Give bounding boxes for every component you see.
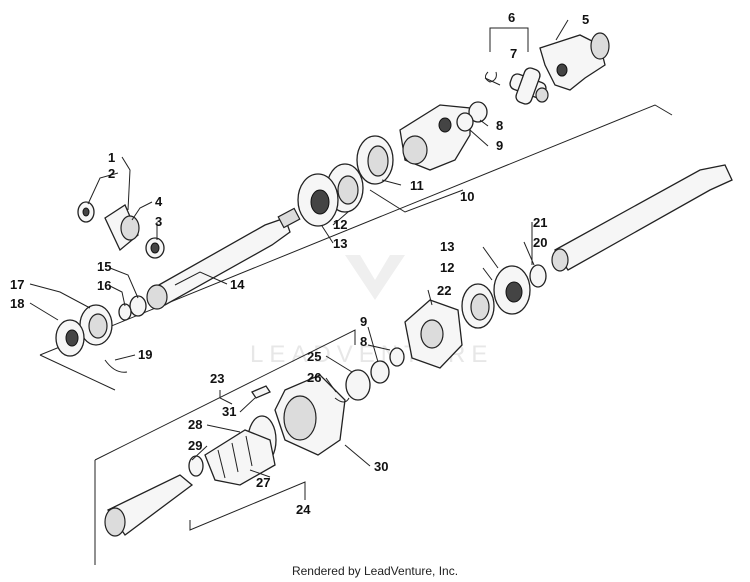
part-25-ring bbox=[345, 369, 371, 401]
part-3-bushing-hole bbox=[150, 242, 160, 254]
lower-section-frame bbox=[94, 329, 356, 565]
callout-18: 18 bbox=[10, 296, 24, 311]
part-4-bevel-gear bbox=[104, 204, 140, 252]
callout-20: 20 bbox=[533, 235, 547, 250]
callout-6: 6 bbox=[508, 10, 515, 25]
callout-8-lower: 8 bbox=[360, 334, 367, 349]
part-20-output-shaft bbox=[551, 164, 733, 272]
callout-14: 14 bbox=[230, 277, 245, 292]
render-credit: Rendered by LeadVenture, Inc. bbox=[291, 564, 459, 578]
callout-22: 22 bbox=[437, 283, 451, 298]
part-22-flange bbox=[404, 299, 463, 369]
part-17-sprocket-gear bbox=[79, 304, 113, 346]
part-7-universal-cross bbox=[509, 67, 549, 105]
callout-4: 4 bbox=[155, 194, 163, 209]
callout-15: 15 bbox=[97, 259, 111, 274]
part-16-washer bbox=[118, 303, 132, 321]
callout-1: 1 bbox=[108, 150, 115, 165]
callout-30: 30 bbox=[374, 459, 388, 474]
upper-section-frame bbox=[39, 104, 673, 391]
callout-25: 25 bbox=[307, 349, 321, 364]
callout-21: 21 bbox=[533, 215, 547, 230]
callout-28: 28 bbox=[188, 417, 202, 432]
part-5-yoke bbox=[539, 32, 610, 91]
callout-11: 11 bbox=[410, 178, 424, 193]
lower-axle-shaft bbox=[104, 474, 194, 537]
part-19-circlip bbox=[104, 359, 128, 373]
bracket-23 bbox=[219, 390, 233, 405]
callout-16: 16 bbox=[97, 278, 111, 293]
callout-12-lower: 12 bbox=[440, 260, 454, 275]
callout-9-upper: 9 bbox=[496, 138, 503, 153]
callout-5: 5 bbox=[582, 12, 589, 27]
callout-8-upper: 8 bbox=[496, 118, 503, 133]
part-14-shaft bbox=[146, 207, 301, 310]
part-10-drive-yoke bbox=[399, 104, 471, 171]
callout-27: 27 bbox=[256, 475, 270, 490]
leader-lines bbox=[29, 19, 569, 478]
callout-10: 10 bbox=[460, 189, 474, 204]
part-31-bolt bbox=[251, 385, 271, 399]
callout-24: 24 bbox=[296, 502, 311, 517]
callout-labels: 1 2 3 4 5 6 7 8 9 10 11 12 13 14 15 16 1… bbox=[10, 10, 589, 517]
part-26-clip bbox=[334, 397, 350, 403]
part-6-snap-ring bbox=[484, 71, 497, 83]
part-8-ring-lower bbox=[370, 360, 390, 384]
callout-31: 31 bbox=[222, 404, 236, 419]
callout-23: 23 bbox=[210, 371, 224, 386]
part-9-washer-lower bbox=[389, 347, 405, 367]
callout-19: 19 bbox=[138, 347, 152, 362]
part-21-oring bbox=[529, 264, 547, 288]
bracket-6 bbox=[489, 27, 529, 52]
callout-9-lower: 9 bbox=[360, 314, 367, 329]
part-30-housing bbox=[274, 374, 346, 456]
callout-13-lower: 13 bbox=[440, 239, 454, 254]
callout-26: 26 bbox=[307, 370, 321, 385]
callout-7: 7 bbox=[510, 46, 517, 61]
callout-29: 29 bbox=[188, 438, 202, 453]
part-29-band bbox=[188, 455, 204, 477]
part-11-seal bbox=[356, 135, 394, 185]
part-18-bearing bbox=[55, 319, 85, 357]
part-15-ring bbox=[129, 295, 147, 317]
part-8-ring-upper bbox=[468, 101, 488, 123]
part-12-13-bearing-upper bbox=[297, 163, 364, 227]
part-12-13-bearing-lower bbox=[461, 265, 531, 329]
part-27-boot bbox=[204, 429, 276, 486]
bracket-10 bbox=[369, 189, 464, 213]
callout-2: 2 bbox=[108, 166, 115, 181]
part-1-2-washer-gear bbox=[77, 201, 95, 223]
bracket-24 bbox=[189, 481, 306, 531]
callout-3: 3 bbox=[155, 214, 162, 229]
callout-17: 17 bbox=[10, 277, 24, 292]
part-9-washer-upper bbox=[456, 112, 474, 132]
callout-13-upper: 13 bbox=[333, 236, 347, 251]
callout-12-upper: 12 bbox=[333, 217, 347, 232]
